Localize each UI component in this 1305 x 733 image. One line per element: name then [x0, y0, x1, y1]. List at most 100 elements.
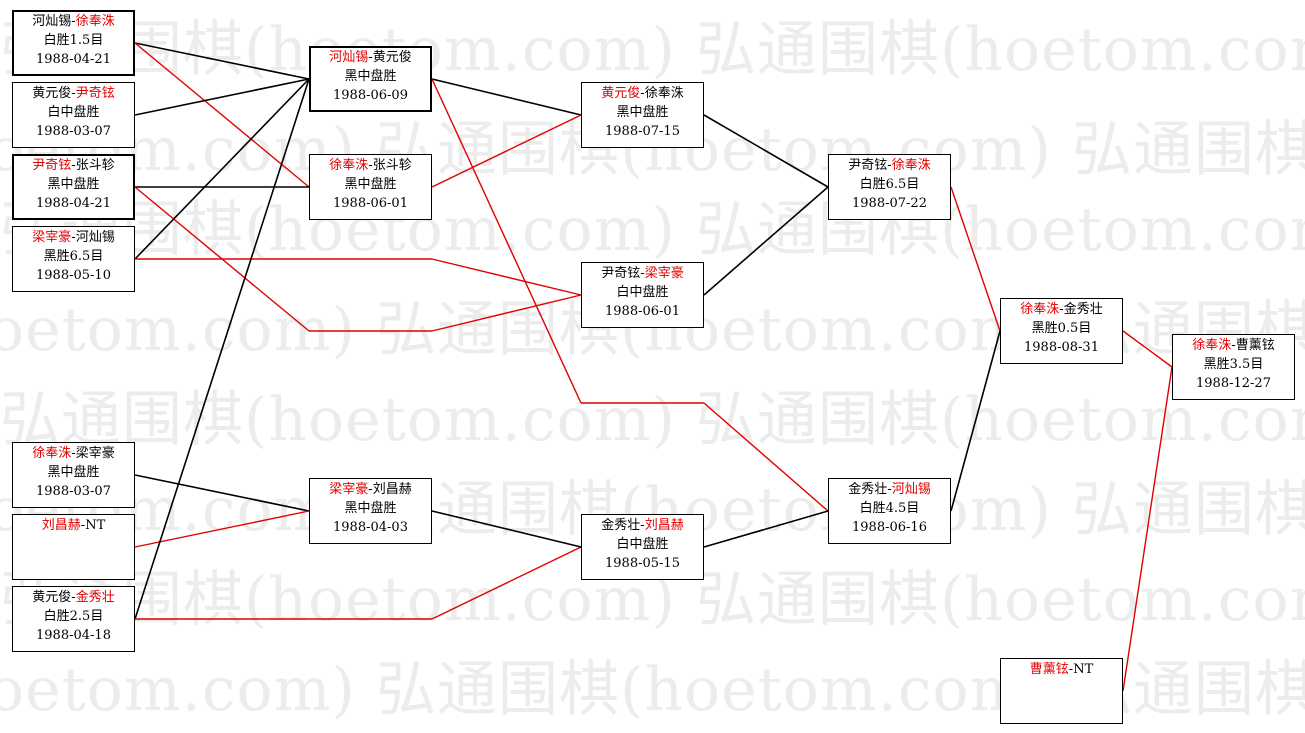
match-box-r1m6: 刘昌赫-NT: [12, 514, 135, 580]
player-name: 河灿锡: [32, 14, 72, 29]
player-name: 尹奇铉: [32, 158, 72, 173]
match-box-r2m2: 徐奉洙-张斗轸黑中盘胜 1988-06-01: [309, 154, 432, 220]
bracket-connector: [950, 330, 1001, 512]
winner-path-connector: [431, 114, 582, 188]
match-result: 白中盘胜: [616, 285, 669, 300]
match-box-r1m5: 徐奉洙-梁宰豪黑中盘胜 1988-03-07: [12, 442, 135, 508]
players-line: 金秀壮-河灿锡: [829, 480, 950, 499]
player-name: 梁宰豪: [32, 230, 72, 245]
versus-dash: -: [71, 446, 76, 461]
match-box-r1m2: 黄元俊-尹奇铉白中盘胜 1988-03-07: [12, 82, 135, 148]
match-result: 白中盘胜: [616, 537, 669, 552]
match-date: 1988-04-21: [36, 52, 111, 67]
match-result: 黑中盘胜: [47, 177, 100, 192]
versus-dash: -: [640, 518, 645, 533]
versus-dash: -: [71, 86, 76, 101]
bracket-connector: [703, 114, 829, 188]
versus-dash: -: [887, 482, 892, 497]
player-name: NT: [85, 518, 106, 533]
winner-path-connector: [431, 294, 582, 332]
match-box-r1m3: 尹奇铉-张斗轸黑中盘胜 1988-04-21: [12, 154, 135, 220]
versus-dash: -: [71, 14, 76, 29]
bracket-connector: [431, 78, 582, 116]
players-line: 刘昌赫-NT: [13, 516, 134, 535]
player-name: 刘昌赫: [372, 482, 412, 497]
match-result: 黑胜3.5目: [1203, 357, 1264, 372]
player-name: 徐奉洙: [32, 446, 72, 461]
player-name: 曹薰铉: [1235, 338, 1275, 353]
match-result: 黑中盘胜: [344, 177, 397, 192]
winner-path-connector: [950, 186, 1001, 332]
match-date: 1988-06-01: [605, 304, 680, 319]
player-name: 尹奇铉: [75, 86, 115, 101]
players-line: 徐奉洙-金秀壮: [1001, 300, 1122, 319]
players-line: 黄元俊-金秀壮: [13, 588, 134, 607]
players-line: 曹薰铉-NT: [1001, 660, 1122, 679]
players-line: 梁宰豪-河灿锡: [13, 228, 134, 247]
bracket-connector: [431, 510, 582, 548]
match-result: 白胜4.5目: [859, 501, 920, 516]
player-name: 金秀壮: [601, 518, 641, 533]
versus-dash: -: [71, 158, 76, 173]
bracket-connector: [703, 186, 829, 296]
match-date: 1988-12-27: [1196, 376, 1271, 391]
match-date: 1988-03-07: [36, 484, 111, 499]
player-name: 金秀壮: [1063, 302, 1103, 317]
players-line: 尹奇铉-张斗轸: [14, 156, 133, 175]
match-date: 1988-07-15: [605, 124, 680, 139]
match-date: 1988-04-21: [36, 196, 111, 211]
match-date: 1988-07-22: [852, 196, 927, 211]
versus-dash: -: [640, 86, 645, 101]
match-date: 1988-04-18: [36, 628, 111, 643]
match-date: 1988-06-16: [852, 520, 927, 535]
player-name: 黄元俊: [32, 86, 72, 101]
player-name: 梁宰豪: [329, 482, 369, 497]
versus-dash: -: [1068, 662, 1074, 677]
player-name: 徐奉洙: [75, 14, 115, 29]
players-line: 徐奉洙-梁宰豪: [13, 444, 134, 463]
players-line: 徐奉洙-张斗轸: [310, 156, 431, 175]
winner-path-connector: [431, 546, 582, 620]
player-name: 梁宰豪: [75, 446, 115, 461]
versus-dash: -: [368, 158, 373, 173]
bracket-connector: [134, 78, 310, 116]
match-box-r1m1: 河灿锡-徐奉洙白胜1.5目 1988-04-21: [12, 10, 135, 76]
winner-path-connector: [134, 510, 310, 548]
match-box-r4m1: 尹奇铉-徐奉洙白胜6.5目 1988-07-22: [828, 154, 951, 220]
player-name: 张斗轸: [372, 158, 412, 173]
match-result: 黑中盘胜: [47, 465, 100, 480]
match-result: 白胜1.5目: [43, 33, 104, 48]
player-name: 黄元俊: [32, 590, 72, 605]
player-name: 刘昌赫: [41, 518, 81, 533]
match-date: 1988-05-15: [605, 556, 680, 571]
players-line: 河灿锡-徐奉洙: [14, 12, 133, 31]
match-result: 白胜6.5目: [859, 177, 920, 192]
player-name: 黄元俊: [372, 50, 412, 65]
match-date: 1988-08-31: [1024, 340, 1099, 355]
match-date: 1988-03-07: [36, 124, 111, 139]
player-name: 曹薰铉: [1029, 662, 1069, 677]
bracket-connector: [134, 78, 310, 620]
players-line: 黄元俊-尹奇铉: [13, 84, 134, 103]
player-name: 张斗轸: [75, 158, 115, 173]
player-name: 黄元俊: [601, 86, 641, 101]
player-name: 尹奇铉: [601, 266, 641, 281]
players-line: 梁宰豪-刘昌赫: [310, 480, 431, 499]
match-result: 白中盘胜: [47, 105, 100, 120]
versus-dash: -: [71, 590, 76, 605]
bracket-connector: [134, 474, 310, 512]
match-result: 黑中盘胜: [616, 105, 669, 120]
winner-path-connector: [1122, 330, 1173, 368]
players-line: 尹奇铉-徐奉洙: [829, 156, 950, 175]
versus-dash: -: [368, 50, 373, 65]
players-line: 徐奉洙-曹薰铉: [1173, 336, 1294, 355]
match-date: 1988-06-01: [333, 196, 408, 211]
player-name: 金秀壮: [75, 590, 115, 605]
